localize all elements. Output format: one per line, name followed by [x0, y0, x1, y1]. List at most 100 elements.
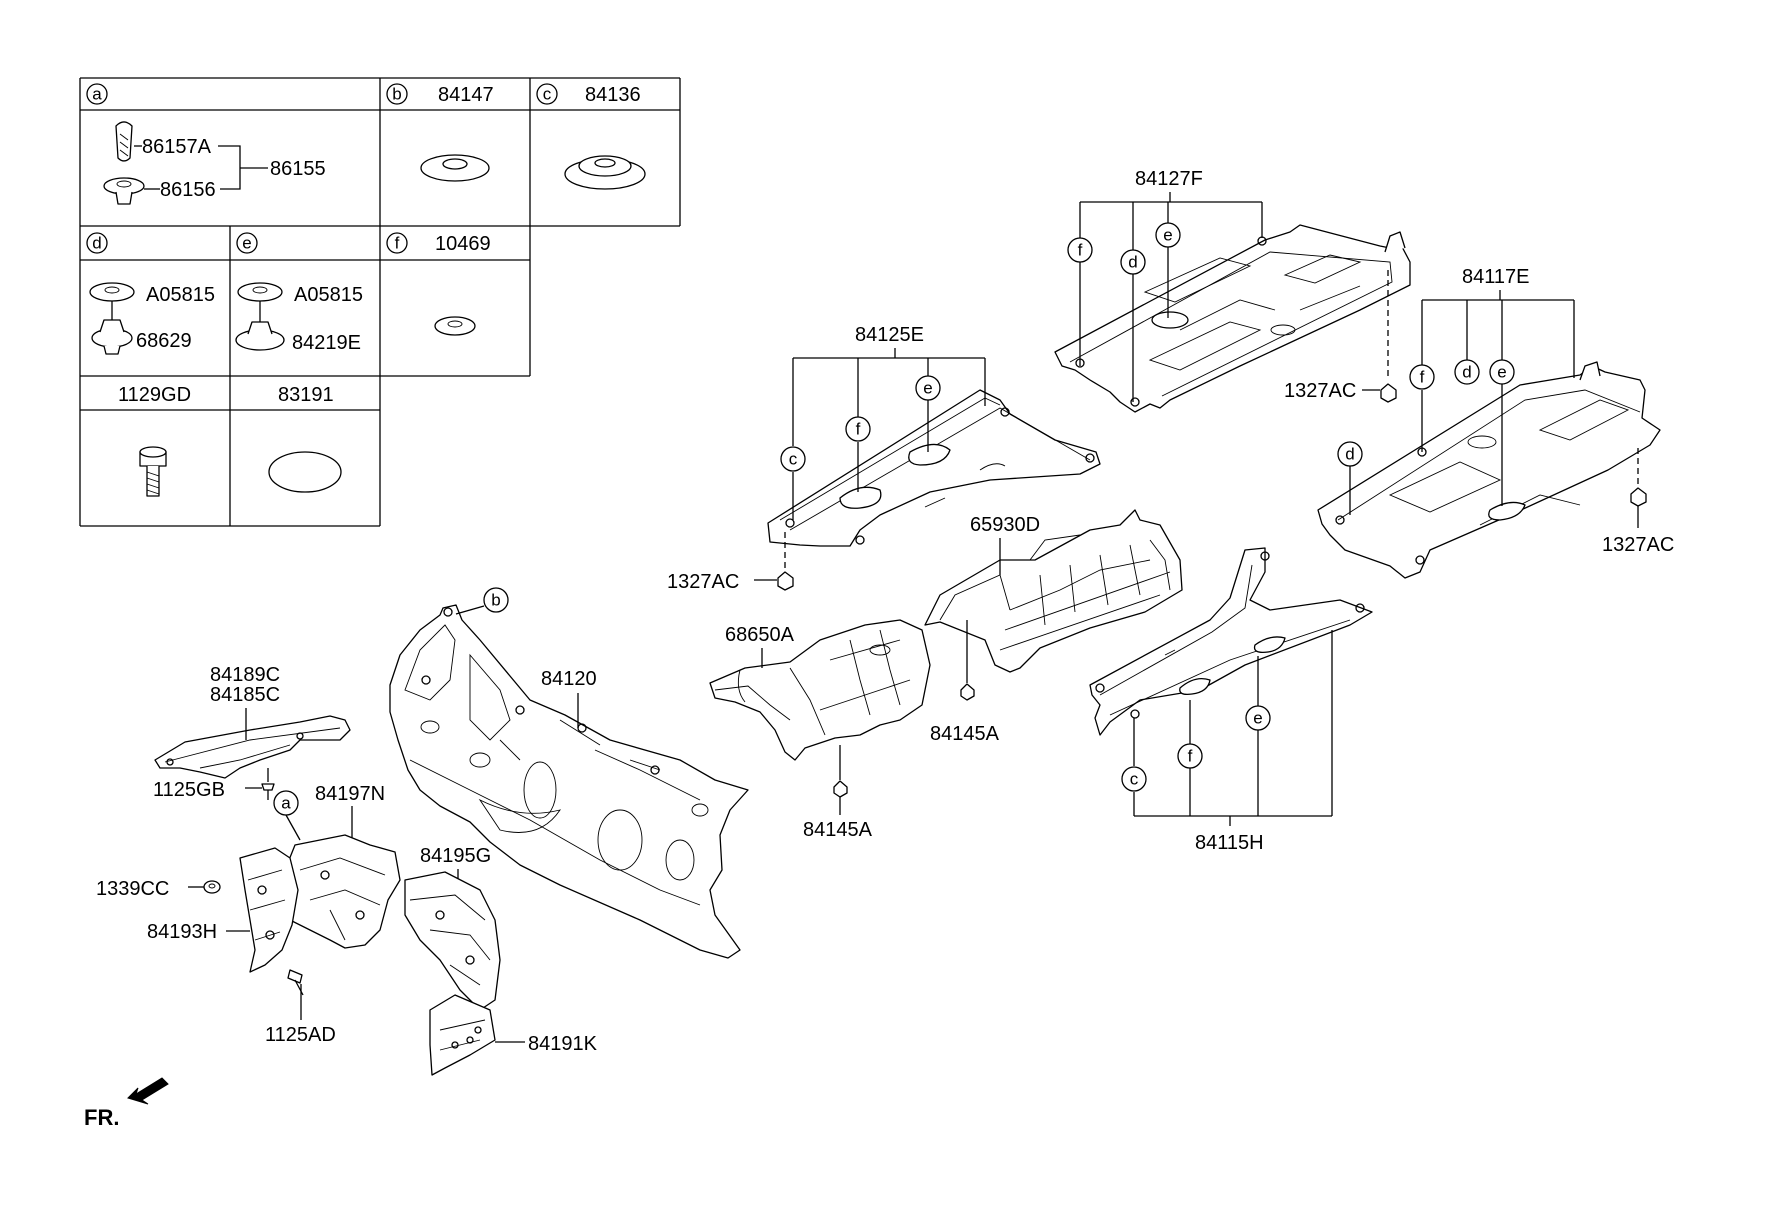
callout-d: d — [1454, 359, 1480, 385]
callout-e: e — [915, 375, 941, 401]
nut-1339cc-icon — [203, 880, 221, 894]
bolt-icon — [139, 446, 167, 497]
under-cover-84115h — [1089, 547, 1373, 736]
svg-text:f: f — [1188, 747, 1193, 766]
legend-cell-f-header: f 10469 — [386, 232, 491, 255]
callout-f: f — [845, 416, 871, 442]
part-label: 84189C — [210, 664, 280, 686]
part-label: 86157A — [142, 136, 212, 158]
callout-e: e — [1245, 705, 1271, 731]
legend-code: 83191 — [278, 384, 334, 406]
legend-code: 1129GD — [118, 384, 191, 406]
grommet-icon — [564, 155, 646, 190]
direction-label: FR. — [84, 1105, 119, 1130]
part-label: 84145A — [930, 723, 1000, 745]
cowl-insulator-84189c — [154, 715, 351, 779]
legend-cell-d-header: d — [86, 232, 108, 254]
nut-icon — [960, 683, 975, 701]
insulator-68650a — [709, 619, 931, 761]
callout-b: b — [483, 587, 509, 613]
nut-icon — [833, 780, 848, 798]
dash-insulator-84120 — [389, 604, 749, 959]
svg-text:f: f — [1420, 368, 1425, 387]
insulator-65930d — [924, 509, 1183, 673]
callout-f: f — [1067, 237, 1093, 263]
part-label: A05815 — [146, 284, 215, 306]
callout-c: c — [780, 446, 806, 472]
legend-table — [79, 77, 681, 527]
front-arrow-icon — [127, 1077, 169, 1105]
part-label: 84125E — [855, 324, 924, 346]
svg-text:a: a — [281, 794, 291, 813]
part-label: 84219E — [292, 332, 361, 354]
callout-letter: c — [543, 85, 552, 104]
svg-text:c: c — [789, 450, 798, 469]
callout-d: d — [1120, 249, 1146, 275]
legend-cell-a-header: a — [86, 83, 108, 105]
part-label: 84191K — [528, 1033, 598, 1055]
svg-text:f: f — [856, 420, 861, 439]
bolt-1125ad-icon — [287, 969, 304, 996]
under-cover-84117e — [1317, 361, 1661, 579]
callout-letter: b — [392, 85, 401, 104]
callout-e: e — [1155, 222, 1181, 248]
part-label: 84120 — [541, 668, 597, 690]
svg-text:e: e — [923, 379, 932, 398]
part-label: A05815 — [294, 284, 363, 306]
part-label: 84185C — [210, 684, 280, 706]
callout-c: c — [1121, 766, 1147, 792]
part-label: 1327AC — [667, 571, 739, 593]
clip-a05815-icon — [89, 282, 135, 322]
nut-icon — [777, 571, 794, 591]
legend-cell-c-header: c 84136 — [536, 83, 641, 106]
insulator-84195g — [404, 871, 501, 1011]
nut-icon — [1630, 487, 1647, 507]
part-label: 84145A — [803, 819, 873, 841]
insulator-84191k — [429, 994, 496, 1076]
part-label: 1327AC — [1284, 380, 1356, 402]
part-label: 1125GB — [153, 779, 225, 801]
part-label: 84193H — [147, 921, 217, 943]
part-label: 84195G — [420, 845, 491, 867]
clip-a05815-icon — [237, 282, 283, 322]
screw-icon — [261, 783, 275, 800]
callout-f: f — [1177, 743, 1203, 769]
under-cover-84125e — [767, 389, 1101, 547]
clip-pin-icon — [115, 121, 133, 162]
svg-text:e: e — [1253, 709, 1262, 728]
callout-letter: d — [92, 234, 101, 253]
nut-68629-icon — [91, 319, 133, 355]
legend-code: 10469 — [435, 233, 491, 255]
part-label: 84117E — [1462, 266, 1529, 288]
nut-84219e-icon — [235, 321, 285, 351]
plug-icon — [268, 451, 342, 493]
part-label: 1339CC — [96, 878, 169, 900]
part-label: 68650A — [725, 624, 795, 646]
svg-text:c: c — [1130, 770, 1139, 789]
svg-text:e: e — [1163, 226, 1172, 245]
part-label: 86155 — [270, 158, 326, 180]
callout-f: f — [1409, 364, 1435, 390]
legend-cell-b-header: b 84147 — [386, 83, 494, 106]
callout-d: d — [1337, 441, 1363, 467]
legend-code: 84147 — [438, 84, 494, 106]
part-label: 84197N — [315, 783, 385, 805]
svg-text:b: b — [491, 591, 500, 610]
washer-icon — [420, 154, 490, 182]
part-label: 65930D — [970, 514, 1040, 536]
svg-text:d: d — [1345, 445, 1354, 464]
clip-grommet-icon — [103, 177, 145, 205]
nut-icon — [1380, 383, 1397, 403]
callout-letter: a — [92, 85, 102, 104]
legend-code: 84136 — [585, 84, 641, 106]
svg-text:f: f — [1078, 241, 1083, 260]
part-label: 1125AD — [265, 1024, 336, 1046]
under-cover-84127f — [1054, 224, 1411, 413]
part-label: 1327AC — [1602, 534, 1674, 556]
legend-cell-e-header: e — [236, 232, 258, 254]
callout-letter: f — [395, 234, 400, 253]
callout-a: a — [273, 790, 299, 816]
part-label: 86156 — [160, 179, 216, 201]
part-label: 68629 — [136, 330, 192, 352]
